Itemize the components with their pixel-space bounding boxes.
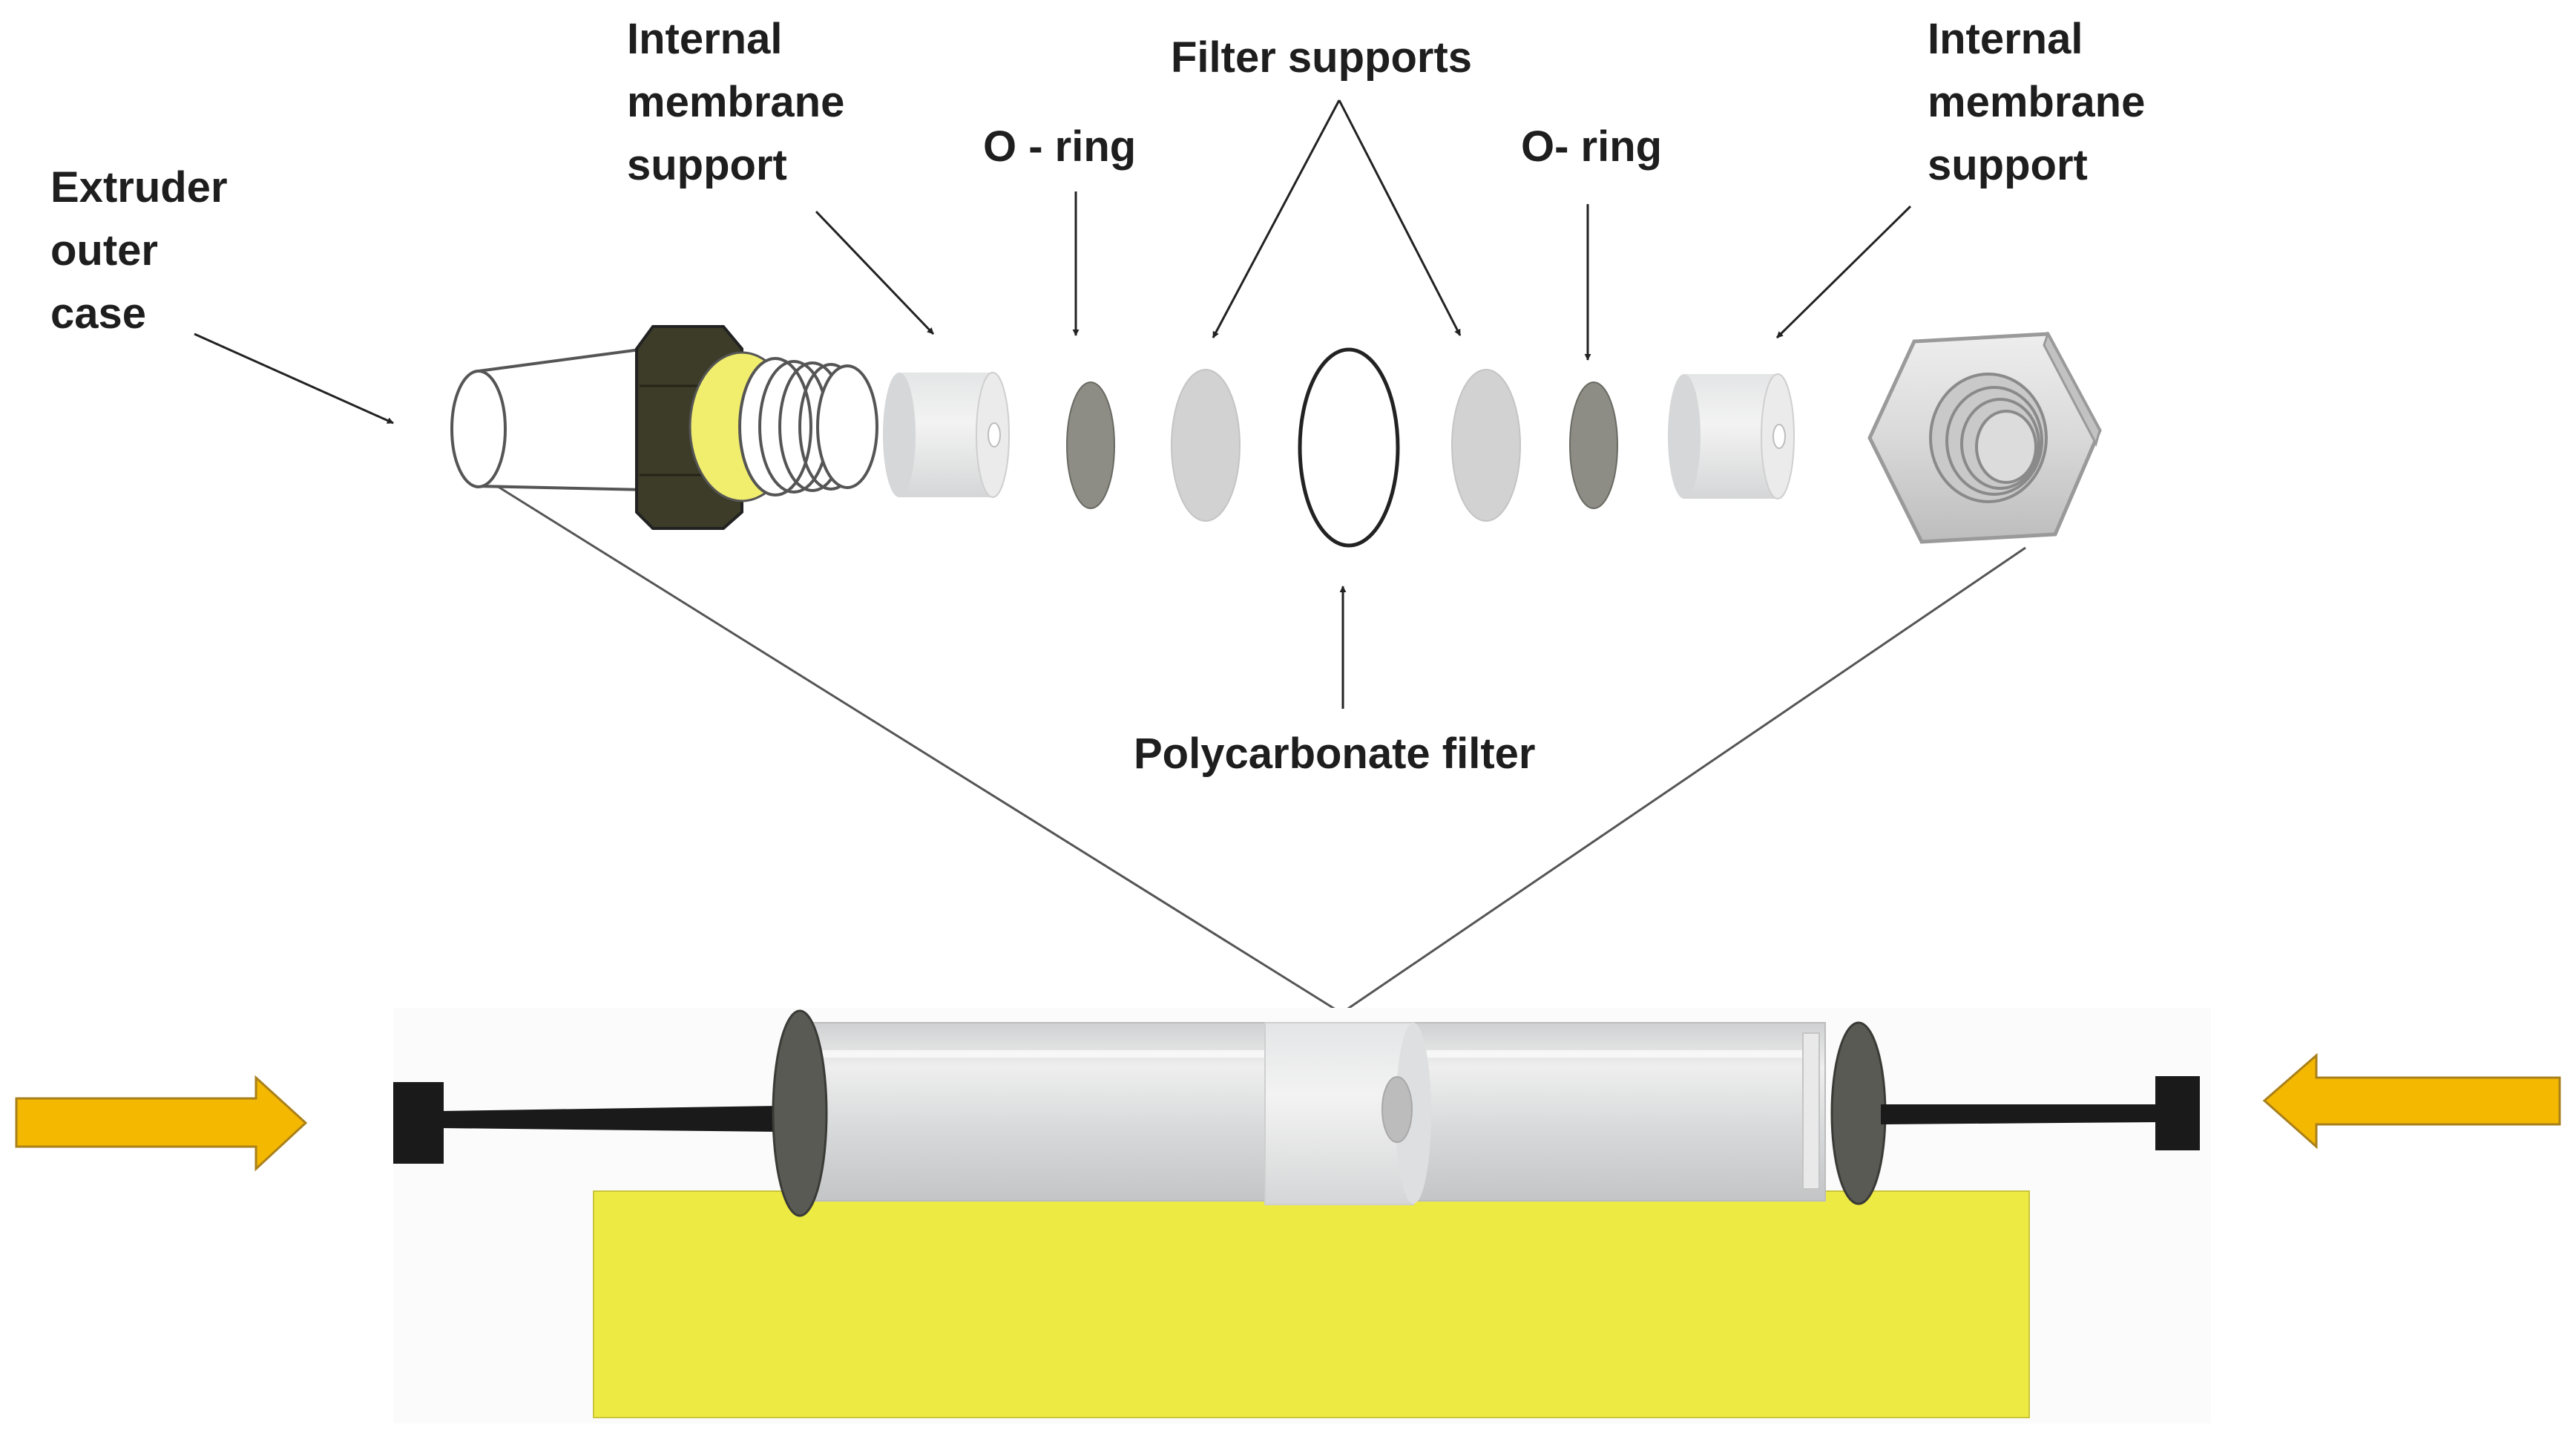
- label-polycarbonate-filter: Polycarbonate filter: [1134, 730, 1535, 778]
- extruder-outer-case-line-3: case: [50, 289, 146, 338]
- extruder-stand: [593, 1190, 2030, 1418]
- internal-membrane-support-right-line-1: Internal: [1928, 15, 2083, 63]
- label-extruder-outer-case: Extruder outer case: [50, 163, 228, 338]
- right-arrow-icon: [15, 1075, 308, 1172]
- pointer-filter-supports-left: [1212, 99, 1341, 338]
- pointer-internal-membrane-support-left: [815, 210, 935, 335]
- internal-membrane-support-left-line-2: membrane: [627, 78, 844, 126]
- internal-membrane-support-left: [883, 372, 1010, 498]
- label-filter-supports: Filter supports: [1171, 33, 1472, 82]
- internal-membrane-support-right: [1668, 373, 1795, 499]
- label-internal-membrane-support-left: Internal membrane support: [627, 15, 844, 189]
- assembled-extruder: [393, 1008, 2211, 1423]
- pointer-internal-membrane-support-right: [1775, 205, 1912, 339]
- extruder-outer-case-line-1: Extruder: [50, 163, 228, 212]
- pointer-extruder-outer-case: [194, 332, 394, 425]
- filter-support-right: [1451, 369, 1521, 522]
- internal-membrane-support-right-line-2: membrane: [1928, 78, 2145, 126]
- label-o-ring-left: O - ring: [983, 122, 1136, 171]
- left-arrow-icon: [2262, 1052, 2561, 1150]
- hex-nut: [1867, 331, 2102, 544]
- left-plunger-rod: [442, 1106, 779, 1132]
- zoom-line-left: [496, 485, 1342, 1015]
- right-syringe-flange: [1830, 1021, 1887, 1205]
- label-o-ring-right: O- ring: [1521, 122, 1662, 171]
- extruder-outer-case: [450, 325, 878, 530]
- polycarbonate-filter: [1298, 347, 1400, 548]
- left-syringe-barrel: [797, 1022, 1273, 1202]
- extruder-outer-case-line-2: outer: [50, 226, 158, 275]
- label-internal-membrane-support-right: Internal membrane support: [1928, 15, 2145, 189]
- internal-membrane-support-right-line-3: support: [1928, 141, 2088, 189]
- right-plunger-handle: [2155, 1076, 2200, 1150]
- internal-membrane-support-left-line-3: support: [627, 141, 787, 189]
- zoom-line-right: [1341, 546, 2026, 1015]
- o-ring-right: [1569, 381, 1618, 509]
- internal-membrane-support-left-line-1: Internal: [627, 15, 783, 63]
- filter-support-left: [1171, 369, 1241, 522]
- pointer-filter-supports-right: [1338, 99, 1462, 336]
- right-syringe-barrel: [1405, 1022, 1826, 1202]
- right-plunger-rod: [1881, 1104, 2159, 1124]
- left-syringe-flange: [772, 1009, 828, 1217]
- o-ring-left: [1066, 381, 1115, 509]
- left-plunger-handle: [393, 1082, 444, 1164]
